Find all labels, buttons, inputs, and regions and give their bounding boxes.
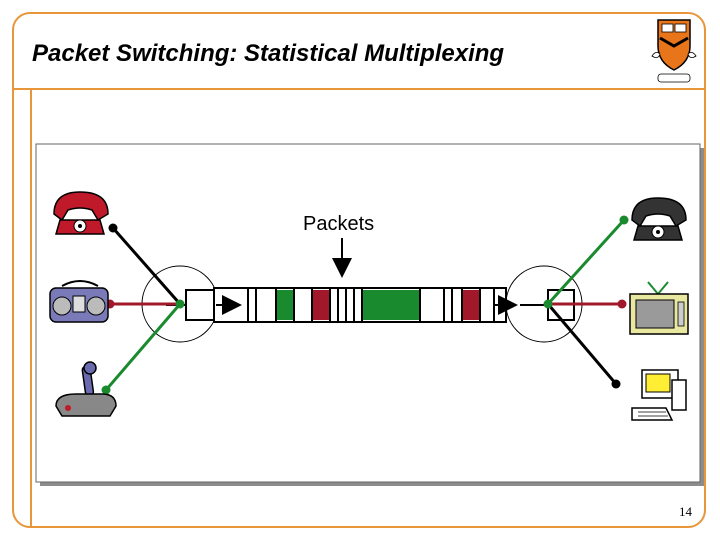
left-multiplexer: [166, 289, 215, 321]
right-red-endpoint: [617, 299, 627, 309]
right-junction: [543, 299, 553, 309]
packet-link: [213, 287, 518, 323]
packet-green-large: [362, 290, 420, 320]
right-black-line: [546, 303, 618, 385]
princeton-shield-logo: [651, 19, 697, 83]
boombox-icon: [49, 280, 109, 323]
computer-icon: [631, 369, 687, 421]
left-green-line: [104, 303, 182, 391]
left-black-line: [111, 227, 182, 305]
packet-red: [312, 290, 330, 320]
right-black-endpoint: [611, 379, 621, 389]
packets-label: Packets: [303, 213, 374, 235]
page-number: 14: [679, 504, 692, 519]
packet-red: [462, 290, 480, 320]
telephone-icon: [53, 191, 109, 235]
slide-frame: [12, 12, 706, 528]
right-green-line: [546, 218, 626, 306]
right-green-endpoint: [619, 215, 629, 225]
slide-title: Packet Switching: Statistical Multiplexi…: [32, 40, 505, 67]
television-icon: [629, 281, 689, 335]
left-black-endpoint: [108, 223, 118, 233]
left-green-endpoint: [101, 385, 111, 395]
left-junction: [175, 299, 185, 309]
joystick-icon: [55, 361, 117, 417]
telephone-icon: [631, 197, 687, 241]
title-rule: [14, 88, 704, 90]
packet-green: [276, 290, 294, 320]
side-rule: [30, 88, 32, 526]
